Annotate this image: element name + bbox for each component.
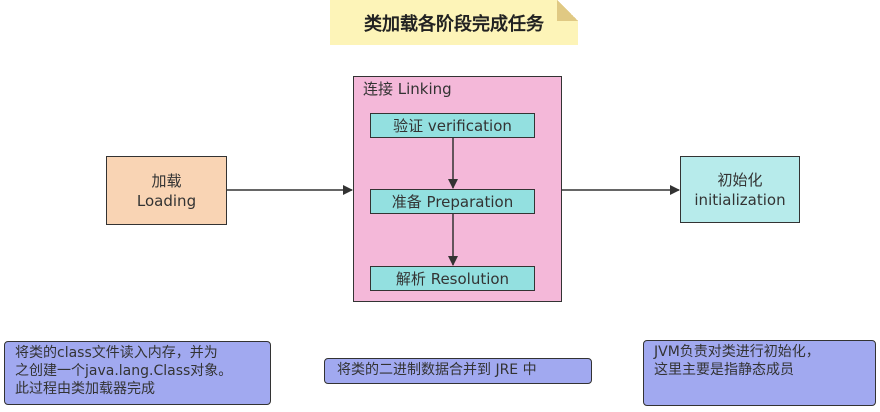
initialization-zh: 初始化 bbox=[717, 170, 763, 189]
loading-en: Loading bbox=[136, 191, 197, 210]
resolution-node: 解析 Resolution bbox=[370, 266, 535, 291]
loading-node: 加载 Loading bbox=[106, 156, 227, 225]
title-note-fold bbox=[557, 0, 578, 21]
note-line: 此过程由类加载器完成 bbox=[15, 381, 155, 397]
note-line: 将类的class文件读入内存，并为 bbox=[15, 345, 218, 361]
initialization-en: initialization bbox=[694, 190, 786, 209]
verification-node: 验证 verification bbox=[370, 113, 535, 138]
note-line: 这里主要是指静态成员 bbox=[654, 362, 794, 378]
loading-note: 将类的class文件读入内存，并为 之创建一个java.lang.Class对象… bbox=[4, 341, 271, 405]
initialization-node: 初始化 initialization bbox=[680, 156, 800, 223]
note-line: JVM负责对类进行初始化， bbox=[654, 344, 820, 360]
linking-label: 连接 Linking bbox=[363, 80, 452, 98]
title-note bbox=[330, 0, 578, 45]
note-line: 之创建一个java.lang.Class对象。 bbox=[15, 363, 233, 379]
diagram-title: 类加载各阶段完成任务 bbox=[364, 13, 544, 35]
preparation-node: 准备 Preparation bbox=[370, 189, 535, 214]
loading-zh: 加载 bbox=[151, 171, 182, 190]
initialization-note: JVM负责对类进行初始化， 这里主要是指静态成员 bbox=[643, 340, 876, 406]
note-line: 将类的二进制数据合并到 JRE 中 bbox=[337, 362, 537, 378]
linking-note: 将类的二进制数据合并到 JRE 中 bbox=[324, 358, 592, 384]
